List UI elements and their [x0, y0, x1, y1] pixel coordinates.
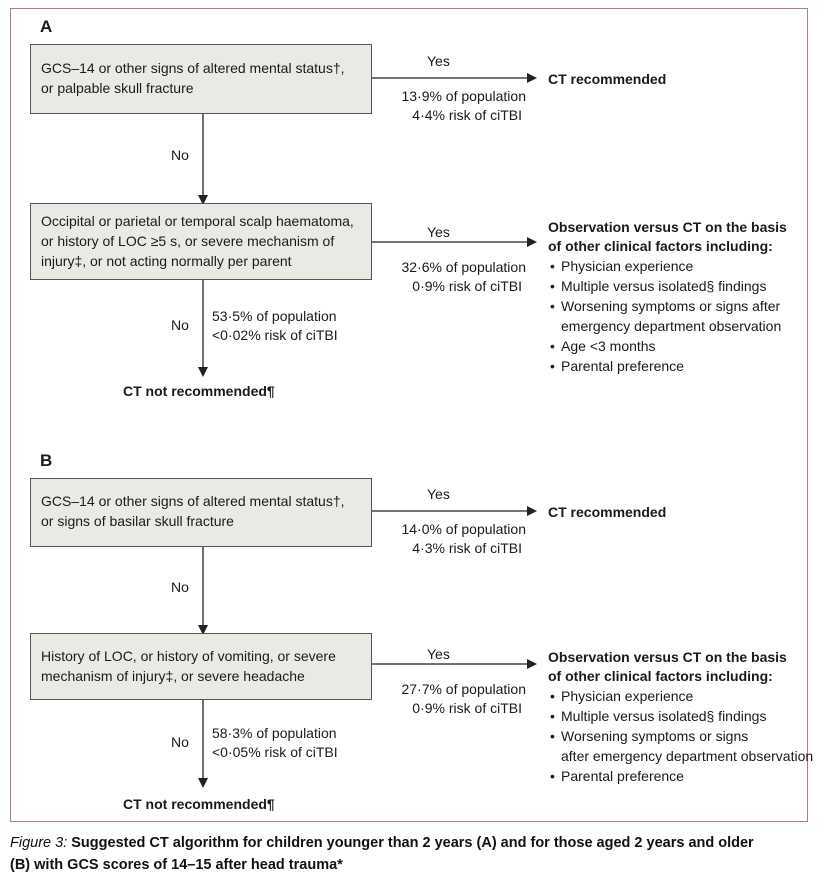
list-item: •Physician experience — [550, 688, 694, 704]
bullet-icon: • — [550, 278, 555, 294]
yes-label: Yes — [427, 53, 450, 69]
no-label: No — [171, 734, 189, 750]
stat-population: 14·0% of population — [401, 521, 526, 537]
stat-population: 13·9% of population — [401, 88, 526, 104]
box-line: or signs of basilar skull fracture — [41, 513, 234, 529]
list-item: •Worsening symptoms or signs after — [550, 298, 781, 314]
box-line: or history of LOC ≥5 s, or severe mechan… — [41, 233, 335, 249]
observation-title: Observation versus CT on the basis — [548, 649, 787, 665]
yes-label: Yes — [427, 646, 450, 662]
stat-population: 27·7% of population — [401, 681, 526, 697]
list-item: after emergency department observation — [561, 748, 814, 764]
box-line: GCS–14 or other signs of altered mental … — [41, 60, 345, 76]
stat-risk: <0·02% risk of ciTBI — [212, 327, 338, 343]
stat-risk: 4·3% risk of ciTBI — [412, 540, 522, 556]
figure-caption-line-2: (B) with GCS scores of 14–15 after head … — [10, 857, 343, 873]
outcome-ct-not-recommended: CT not recommended¶ — [123, 796, 275, 812]
yes-label: Yes — [427, 224, 450, 240]
panel-a-label: A — [40, 17, 53, 36]
list-item: •Multiple versus isolated§ findings — [550, 708, 767, 724]
yes-label: Yes — [427, 486, 450, 502]
stat-population: 53·5% of population — [212, 308, 337, 324]
box-line: History of LOC, or history of vomiting, … — [41, 648, 336, 664]
outcome-ct-recommended: CT recommended — [548, 71, 667, 87]
stat-risk: 0·9% risk of ciTBI — [412, 278, 522, 294]
bullet-icon: • — [550, 768, 555, 784]
list-item: •Parental preference — [550, 358, 684, 374]
bullet-icon: • — [550, 728, 555, 744]
box-line: injury‡, or not acting normally per pare… — [41, 253, 292, 269]
box-line: GCS–14 or other signs of altered mental … — [41, 493, 345, 509]
stat-population: 58·3% of population — [212, 725, 337, 741]
list-item: •Physician experience — [550, 258, 694, 274]
panel-b-box-1: GCS–14 or other signs of altered mental … — [30, 478, 372, 547]
panel-a-box-2: Occipital or parietal or temporal scalp … — [30, 203, 372, 280]
panel-b-label: B — [40, 451, 53, 470]
bullet-icon: • — [550, 258, 555, 274]
stat-risk: 0·9% risk of ciTBI — [412, 700, 522, 716]
panel-a-box-1: GCS–14 or other signs of altered mental … — [30, 44, 372, 114]
stat-risk: 4·4% risk of ciTBI — [412, 107, 522, 123]
observation-title: Observation versus CT on the basis — [548, 219, 787, 235]
figure-number: Figure 3: — [10, 835, 68, 851]
no-label: No — [171, 147, 189, 163]
observation-factors-list: •Physician experience •Multiple versus i… — [550, 686, 813, 786]
figure-frame — [10, 8, 808, 822]
bullet-icon: • — [550, 298, 555, 314]
no-label: No — [171, 579, 189, 595]
list-item: •Multiple versus isolated§ findings — [550, 278, 767, 294]
box-line: mechanism of injury‡, or severe headache — [41, 668, 305, 684]
stat-risk: <0·05% risk of ciTBI — [212, 744, 338, 760]
list-item: •Parental preference — [550, 768, 684, 784]
stat-population: 32·6% of population — [401, 259, 526, 275]
figure-caption-line-1: Figure 3: Suggested CT algorithm for chi… — [10, 835, 754, 851]
bullet-icon: • — [550, 688, 555, 704]
bullet-icon: • — [550, 338, 555, 354]
observation-title: of other clinical factors including: — [548, 238, 773, 254]
box-line: Occipital or parietal or temporal scalp … — [41, 213, 354, 229]
box-line: or palpable skull fracture — [41, 80, 194, 96]
list-item: •Worsening symptoms or signs — [550, 728, 749, 744]
bullet-icon: • — [550, 358, 555, 374]
outcome-ct-recommended: CT recommended — [548, 504, 667, 520]
observation-title: of other clinical factors including: — [548, 668, 773, 684]
panel-b-box-2: History of LOC, or history of vomiting, … — [30, 633, 372, 700]
bullet-icon: • — [550, 708, 555, 724]
no-label: No — [171, 317, 189, 333]
list-item: •Age <3 months — [550, 338, 656, 354]
observation-factors-list: •Physician experience •Multiple versus i… — [550, 256, 781, 376]
outcome-ct-not-recommended: CT not recommended¶ — [123, 383, 275, 399]
list-item: emergency department observation — [561, 318, 782, 334]
